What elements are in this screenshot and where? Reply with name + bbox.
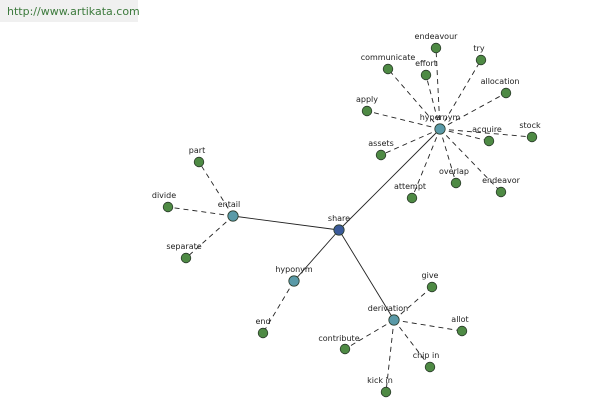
word-label-try: try [473,44,484,53]
edge-hypernym-apply [366,110,441,130]
edge-hypernym-endeavour [435,47,441,130]
word-node-overlap[interactable] [450,177,462,189]
edge-derivation-chip-in [393,319,431,368]
edge-share-hyponym [293,229,340,282]
edge-derivation-allot [393,319,463,332]
edge-share-hypernym [338,128,441,231]
word-node-contribute[interactable] [339,343,351,355]
word-label-chip-in: chip in [413,351,440,360]
edge-derivation-kick-in [385,319,395,393]
word-node-part[interactable] [193,156,205,168]
url-banner: http://www.artikata.com [0,0,140,22]
word-label-contribute: contribute [318,334,359,343]
word-node-end[interactable] [257,327,269,339]
word-node-apply[interactable] [361,105,373,117]
edge-entail-separate [185,215,234,259]
edge-entail-part [198,161,234,217]
edge-hypernym-overlap [439,128,457,184]
word-label-acquire: acquire [472,125,502,134]
word-label-part: part [189,146,205,155]
word-node-chip-in[interactable] [424,361,436,373]
word-node-effort[interactable] [420,69,432,81]
edge-hypernym-endeavor [439,128,502,193]
word-node-divide[interactable] [162,201,174,213]
word-node-separate[interactable] [180,252,192,264]
word-label-apply: apply [356,95,378,104]
word-node-acquire[interactable] [483,135,495,147]
site-url[interactable]: http://www.artikata.com [7,5,140,18]
word-node-endeavor[interactable] [495,186,507,198]
relation-node-hypernym[interactable] [434,123,446,135]
edge-hypernym-stock [439,128,533,138]
word-label-divide: divide [152,191,176,200]
center-node-share[interactable] [333,224,345,236]
relation-node-hyponym[interactable] [288,275,300,287]
edge-hyponym-end [262,280,295,334]
word-node-kick-in[interactable] [380,386,392,398]
edge-derivation-contribute [344,319,395,350]
word-node-assets[interactable] [375,149,387,161]
word-node-allot[interactable] [456,325,468,337]
word-label-separate: separate [166,242,201,251]
relation-label-hypernym: hypernym [420,113,461,122]
word-node-attempt[interactable] [406,192,418,204]
word-node-allocation[interactable] [500,87,512,99]
word-node-communicate[interactable] [382,63,394,75]
center-label-share: share [328,214,350,223]
word-label-endeavour: endeavour [415,32,459,41]
word-label-endeavor: endeavor [482,176,521,185]
relation-label-derivation: derivation [368,304,408,313]
relation-label-hyponym: hyponym [275,265,313,274]
word-node-try[interactable] [475,54,487,66]
edge-hypernym-attempt [411,128,441,199]
word-node-give[interactable] [426,281,438,293]
word-label-attempt: attempt [394,182,426,191]
word-label-stock: stock [519,121,541,130]
edge-hypernym-assets [380,128,441,156]
relation-node-derivation[interactable] [388,314,400,326]
word-node-stock[interactable] [526,131,538,143]
word-label-give: give [422,271,439,280]
word-node-endeavour[interactable] [430,42,442,54]
word-label-overlap: overlap [439,167,469,176]
word-label-end: end [255,317,270,326]
word-label-effort: effort [415,59,437,68]
word-label-allocation: allocation [481,77,520,86]
word-label-allot: allot [451,315,468,324]
edge-share-entail [232,215,340,231]
edge-hypernym-effort [425,74,441,130]
word-label-assets: assets [368,139,393,148]
edge-hypernym-try [439,59,482,130]
relation-label-entail: entail [218,200,240,209]
relation-node-entail[interactable] [227,210,239,222]
edge-hypernym-communicate [387,68,441,130]
word-label-kick-in: kick in [367,376,393,385]
word-label-communicate: communicate [361,53,416,62]
edge-hypernym-allocation [439,92,507,130]
edge-share-derivation [338,229,395,321]
edge-entail-divide [167,206,234,217]
